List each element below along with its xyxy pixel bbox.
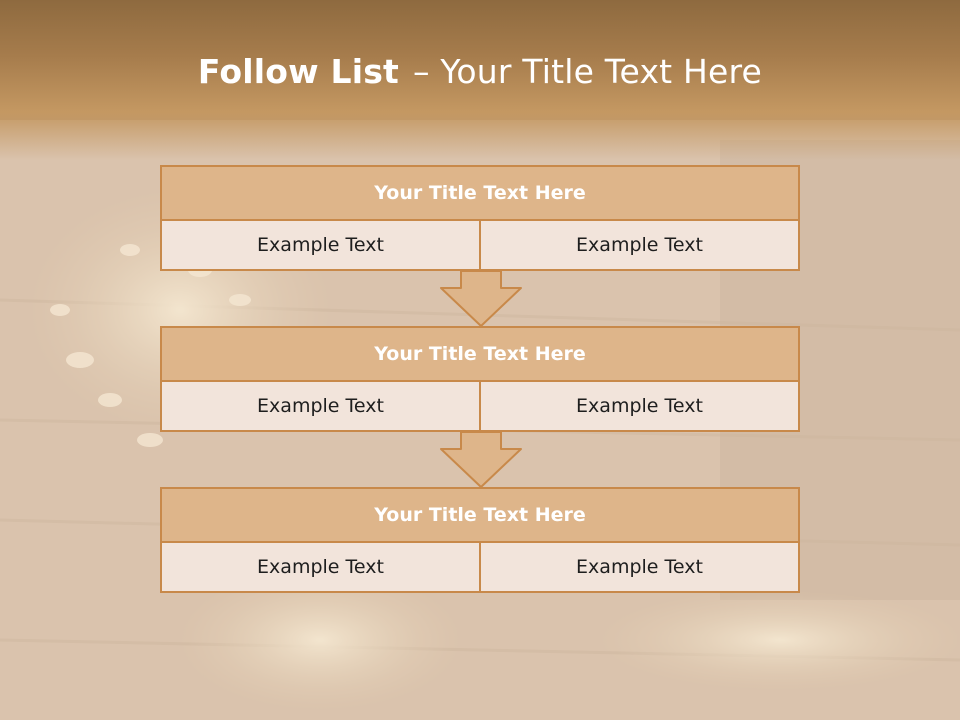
slide-title-bold: Follow List [197, 52, 400, 91]
step-block-3: Your Title Text Here Example Text Exampl… [160, 487, 800, 593]
step-title: Your Title Text Here [160, 326, 800, 382]
step-cell-right: Example Text [481, 543, 800, 593]
step-cell-left: Example Text [160, 221, 481, 271]
slide-title: Follow List – Your Title Text Here [0, 52, 960, 91]
step-block-1: Your Title Text Here Example Text Exampl… [160, 165, 800, 271]
down-arrow-icon [440, 431, 522, 488]
step-title: Your Title Text Here [160, 165, 800, 221]
step-cell-left: Example Text [160, 382, 481, 432]
header-band [0, 0, 960, 160]
step-title: Your Title Text Here [160, 487, 800, 543]
step-cell-left: Example Text [160, 543, 481, 593]
step-row: Example Text Example Text [160, 543, 800, 593]
slide-title-rest: – Your Title Text Here [413, 52, 763, 91]
step-block-2: Your Title Text Here Example Text Exampl… [160, 326, 800, 432]
step-row: Example Text Example Text [160, 382, 800, 432]
step-row: Example Text Example Text [160, 221, 800, 271]
step-cell-right: Example Text [481, 382, 800, 432]
down-arrow-icon [440, 270, 522, 327]
step-cell-right: Example Text [481, 221, 800, 271]
